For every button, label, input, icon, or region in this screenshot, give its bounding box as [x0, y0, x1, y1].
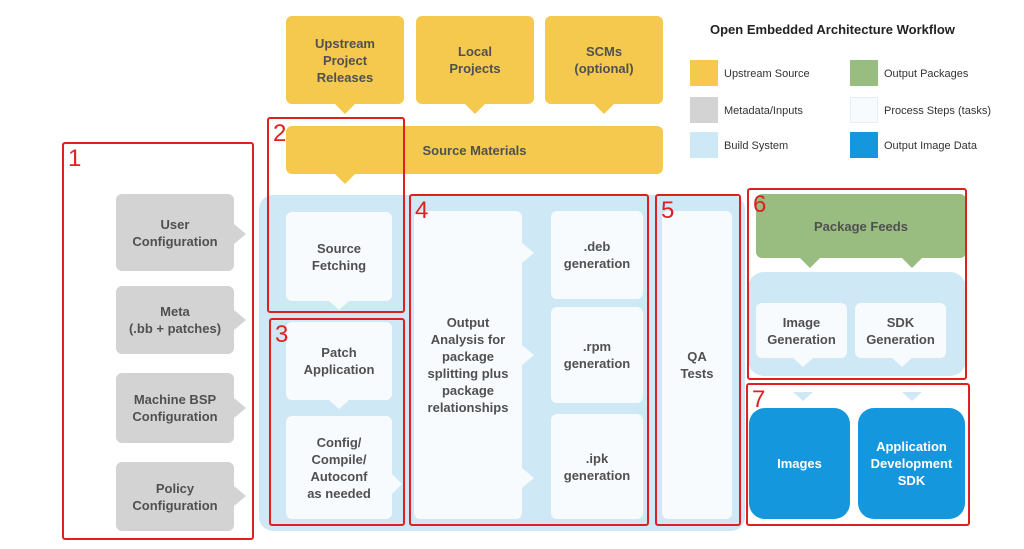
legend-label: Build System: [724, 140, 789, 152]
arrow-down-icon: [892, 358, 912, 367]
config-compile-autoconf: Config/ Compile/ Autoconf as needed: [286, 416, 392, 519]
legend-label: Metadata/Inputs: [724, 105, 803, 117]
annotation-number: 2: [273, 120, 287, 147]
sdk-generation: SDK Generation: [855, 303, 946, 358]
annotation-number: 6: [753, 191, 767, 218]
arrow-right-icon: [522, 468, 534, 488]
user-configuration: User Configuration: [116, 194, 234, 271]
legend: Upstream Source Output Packages Metadata…: [690, 60, 1020, 160]
arrow-down-icon: [329, 400, 349, 409]
image-generation: Image Generation: [756, 303, 847, 358]
arrow-right-icon: [234, 224, 246, 244]
legend-label: Process Steps (tasks): [884, 105, 991, 117]
annotation-number: 1: [68, 145, 82, 172]
legend-swatch-output-image-data: [850, 132, 878, 158]
annotation-box-4: 4: [409, 194, 649, 526]
annotation-number: 7: [752, 386, 766, 413]
annotation-box-5: 5: [655, 194, 741, 526]
arrow-down-icon: [793, 358, 813, 367]
arrow-down-icon: [793, 392, 813, 401]
machine-bsp-configuration: Machine BSP Configuration: [116, 373, 234, 443]
annotation-box-2: 2: [267, 117, 405, 313]
arrow-right-icon: [234, 486, 246, 506]
ipk-generation: .ipk generation: [551, 414, 643, 519]
legend-swatch-process-steps: [850, 97, 878, 123]
qa-tests: QA Tests: [662, 211, 732, 519]
application-development-sdk: Application Development SDK: [858, 408, 965, 519]
patch-application: Patch Application: [286, 322, 392, 400]
annotation-box-6: 6: [747, 188, 967, 380]
legend-swatch-metadata-inputs: [690, 97, 718, 123]
source-fetching: Source Fetching: [286, 212, 392, 301]
arrow-right-icon: [234, 310, 246, 330]
rpm-generation: .rpm generation: [551, 307, 643, 403]
arrow-down-icon: [594, 104, 614, 114]
legend-label: Output Image Data: [884, 140, 977, 152]
legend-title: Open Embedded Architecture Workflow: [710, 22, 955, 37]
legend-swatch-build-system: [690, 132, 718, 158]
arrow-right-icon: [392, 474, 402, 494]
annotation-number: 3: [275, 321, 289, 348]
upstream-project-releases: Upstream Project Releases: [286, 16, 404, 104]
annotation-number: 5: [661, 197, 675, 224]
annotation-box-7: 7: [746, 383, 970, 526]
scms-optional: SCMs (optional): [545, 16, 663, 104]
annotation-box-3: 3: [269, 318, 405, 526]
images-output: Images: [749, 408, 850, 519]
legend-label: Output Packages: [884, 68, 969, 80]
arrow-down-icon: [335, 174, 355, 184]
package-feeds: Package Feeds: [756, 194, 966, 258]
annotation-number: 4: [415, 197, 429, 224]
legend-swatch-output-packages: [850, 60, 878, 86]
arrow-down-icon: [335, 104, 355, 114]
arrow-right-icon: [522, 243, 534, 263]
source-materials: Source Materials: [286, 126, 663, 174]
deb-generation: .deb generation: [551, 211, 643, 299]
policy-configuration: Policy Configuration: [116, 462, 234, 531]
arrow-right-icon: [234, 398, 246, 418]
arrow-right-icon: [732, 230, 744, 250]
legend-label: Upstream Source: [724, 68, 810, 80]
local-projects: Local Projects: [416, 16, 534, 104]
output-analysis: Output Analysis for package splitting pl…: [414, 211, 522, 519]
arrow-down-icon: [465, 104, 485, 114]
legend-swatch-upstream-source: [690, 60, 718, 86]
arrow-down-icon: [329, 301, 349, 310]
arrow-down-icon: [800, 258, 820, 268]
arrow-right-icon: [522, 345, 534, 365]
arrow-down-icon: [902, 258, 922, 268]
arrow-down-icon: [902, 392, 922, 401]
meta-bb-patches: Meta (.bb + patches): [116, 286, 234, 354]
annotation-box-1: 1: [62, 142, 254, 540]
